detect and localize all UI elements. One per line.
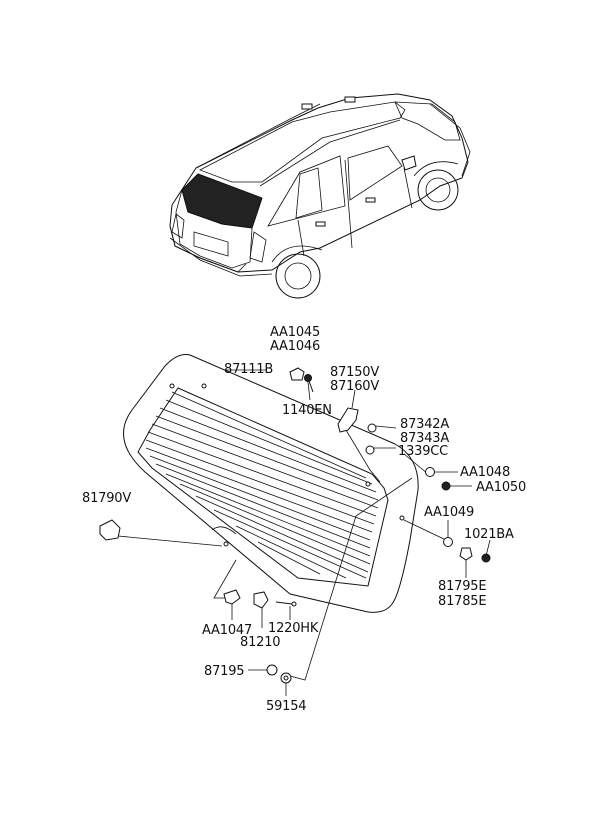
label-81790v: 81790V: [82, 491, 131, 506]
grommet-59154-icon: [280, 672, 292, 684]
part-labels: AA1045 AA1046 87111B 87150V 87160V 1140E…: [82, 325, 526, 714]
defroster-grid-lines: [145, 391, 379, 579]
grommet-aa1048-icon: [425, 467, 435, 477]
label-87111b: 87111B: [224, 362, 273, 377]
label-aa1045: AA1045: [270, 325, 320, 340]
cap-87195-icon: [266, 664, 278, 676]
glass-inner-panel: [137, 387, 389, 587]
label-1339cc: 1339CC: [398, 444, 448, 459]
nut-aa1050-icon: [441, 481, 451, 491]
screw-1140en-icon: [304, 374, 314, 393]
label-81795e: 81795E: [438, 579, 486, 594]
label-aa1049: AA1049: [424, 505, 474, 520]
label-87343a: 87343A: [400, 431, 449, 446]
bumper-81790v-icon: [99, 519, 121, 541]
cap-87342a-icon: [367, 423, 377, 433]
label-1021ba: 1021BA: [464, 527, 514, 542]
parts: [99, 367, 491, 684]
hinge-87150v-icon: [337, 407, 359, 433]
leader-lines: [117, 369, 491, 696]
rear-glass-assembly: [123, 354, 419, 613]
label-aa1046: AA1046: [270, 339, 320, 354]
clip-aa1045-icon: [289, 367, 305, 381]
label-81210: 81210: [240, 635, 280, 650]
label-87342a: 87342A: [400, 417, 449, 432]
glass-outer-outline: [123, 354, 419, 613]
label-1140en: 1140EN: [282, 403, 332, 418]
label-81785e: 81785E: [438, 594, 486, 609]
vehicle-illustration: [169, 93, 471, 299]
label-1220hk: 1220HK: [268, 621, 319, 636]
label-aa1047: AA1047: [202, 623, 252, 638]
label-aa1048: AA1048: [460, 465, 510, 480]
label-aa1050: AA1050: [476, 480, 526, 495]
nut-1339cc-icon: [365, 445, 375, 455]
grommet-aa1049-icon: [443, 537, 453, 547]
striker-81210-icon: [253, 591, 269, 609]
bolt-1220hk-icon: [275, 601, 297, 607]
nut-1021ba-icon: [481, 553, 491, 563]
label-87150v: 87150V: [330, 365, 379, 380]
stay-81795e-icon: [459, 547, 473, 561]
clip-aa1047-icon: [223, 589, 241, 605]
label-87160v: 87160V: [330, 379, 379, 394]
label-59154: 59154: [266, 699, 306, 714]
label-87195: 87195: [204, 664, 244, 679]
